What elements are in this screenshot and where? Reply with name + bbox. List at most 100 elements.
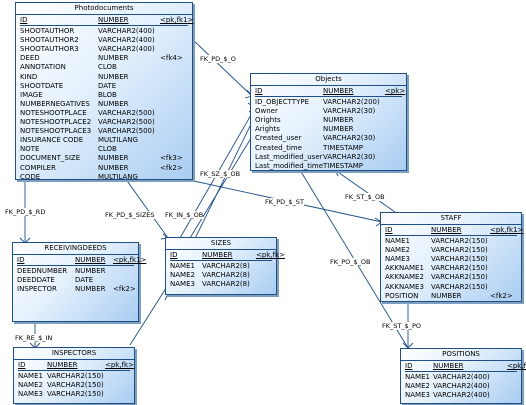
column-type: NUMBER <box>98 72 129 81</box>
column-name: SHOOTAUTHOR <box>20 27 75 36</box>
link-staff-objects <box>334 169 396 213</box>
link-inspectors-sizes <box>129 284 169 346</box>
column-row: INSURANCE CODE MULTILANG <box>20 136 188 145</box>
column-type: NUMBER <box>433 362 464 370</box>
column-key: <fk4> <box>160 54 183 63</box>
column-type: CLOB <box>98 63 117 72</box>
column-name: NAME3 <box>385 255 410 264</box>
column-type: NUMBER <box>323 116 354 125</box>
column-key: <pk,fk1> <box>160 16 194 24</box>
column-type: VARCHAR2(400) <box>98 27 155 36</box>
entity-positions[interactable]: POSITIONSIDNUMBER<pk,fk>NAME1VARCHAR2(40… <box>400 348 526 404</box>
column-name: Arights <box>255 125 280 134</box>
column-name: SHOOTAUTHOR3 <box>20 45 79 54</box>
column-name: NAME1 <box>170 262 195 271</box>
column-name: IMAGE <box>20 90 43 99</box>
column-name: NOTESHOOTPLACE3 <box>20 127 92 136</box>
column-type: VARCHAR2(8) <box>202 280 250 289</box>
entity-title: SIZES <box>166 238 276 250</box>
column-name: DEED <box>20 54 40 63</box>
column-name: ID <box>17 256 25 264</box>
column-type: VARCHAR2(200) <box>323 98 380 107</box>
column-type: NUMBER <box>75 256 106 264</box>
column-type: VARCHAR2(400) <box>98 45 155 54</box>
entity-title: STAFF <box>381 213 521 225</box>
column-name: INSPECTOR <box>17 285 57 294</box>
column-type: VARCHAR2(150) <box>47 372 104 381</box>
column-name: NAME1 <box>405 373 430 382</box>
column-name: AKKNAME1 <box>385 264 424 273</box>
column-row: SHOOTAUTHOR VARCHAR2(400) <box>20 27 188 36</box>
column-name: NAME2 <box>385 246 410 255</box>
fk-label-po-ob: FK_PO_$_OB <box>330 258 371 266</box>
column-name: SHOOTDATE <box>20 81 64 90</box>
column-type: NUMBER <box>431 291 462 300</box>
column-type: NUMBER <box>75 285 106 294</box>
fk-label-in-ob: FK_IN_$_OB <box>165 211 204 219</box>
column-name: Created_time <box>255 143 303 152</box>
column-name: POSITION <box>385 291 419 300</box>
fk-label-pd-o: FK_PD_$_O <box>200 55 236 63</box>
column-type: NUMBER <box>47 361 78 369</box>
column-type: VARCHAR2(400) <box>433 373 490 382</box>
column-name: ID <box>385 226 393 234</box>
column-name: NAME3 <box>405 391 430 400</box>
column-type: VARCHAR2(150) <box>431 282 488 291</box>
column-name: NAME1 <box>18 372 43 381</box>
column-name: ID <box>255 87 263 95</box>
column-type: VARCHAR2(500) <box>98 108 155 117</box>
column-key: <pk> <box>385 87 406 95</box>
column-name: ID <box>405 362 413 370</box>
column-key: <pk,fk1> <box>490 226 524 234</box>
column-type: NUMBER <box>323 125 354 134</box>
entity-title: POSITIONS <box>401 349 521 361</box>
column-type: VARCHAR2(500) <box>98 118 155 127</box>
column-name: NAME3 <box>18 390 43 399</box>
column-type: NUMBER <box>98 154 129 163</box>
column-row: Arights NUMBER <box>255 125 402 134</box>
column-type: VARCHAR2(8) <box>202 271 250 280</box>
column-name: ID <box>18 361 26 369</box>
column-type: MULTILANG <box>98 136 138 145</box>
column-name: NOTESHOOTPLACE2 <box>20 118 92 127</box>
column-type: VARCHAR2(150) <box>431 273 488 282</box>
column-type: VARCHAR2(150) <box>431 237 488 246</box>
column-type: MULTILANG <box>98 172 138 181</box>
column-name: INSURANCE CODE <box>20 136 84 145</box>
column-row: SHOOTAUTHOR3 VARCHAR2(400) <box>20 45 188 54</box>
column-type: VARCHAR2(400) <box>98 36 155 45</box>
link-sizes-objects-2 <box>189 129 257 239</box>
column-type: VARCHAR2(150) <box>47 381 104 390</box>
